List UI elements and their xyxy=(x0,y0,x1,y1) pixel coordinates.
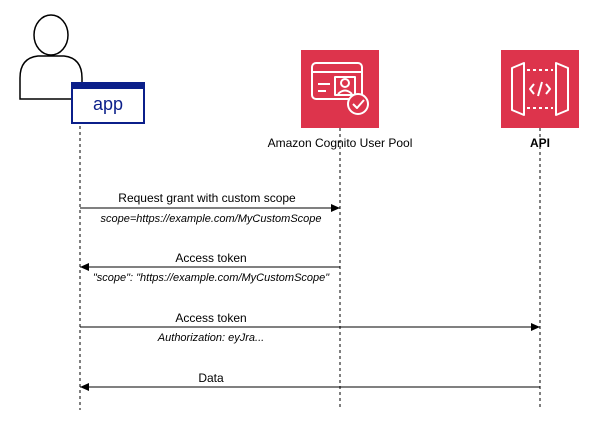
user-icon xyxy=(19,14,83,100)
message-label-2: Access token xyxy=(175,251,247,265)
api-gateway-icon xyxy=(501,50,579,128)
app-window-icon: app xyxy=(71,82,145,124)
app-label: app xyxy=(93,94,124,114)
message-label-4: Data xyxy=(198,371,224,385)
message-detail-2: "scope": "https://example.com/MyCustomSc… xyxy=(92,272,330,284)
cognito-label: Amazon Cognito User Pool xyxy=(267,136,413,150)
message-detail-3: Authorization: eyJra... xyxy=(157,332,265,344)
cognito-user-pool-icon xyxy=(301,50,379,128)
message-label-1: Request grant with custom scope xyxy=(118,191,296,205)
message-label-3: Access token xyxy=(175,311,247,325)
api-label: API xyxy=(529,136,551,150)
message-detail-1: scope=https://example.com/MyCustomScope xyxy=(100,213,322,225)
